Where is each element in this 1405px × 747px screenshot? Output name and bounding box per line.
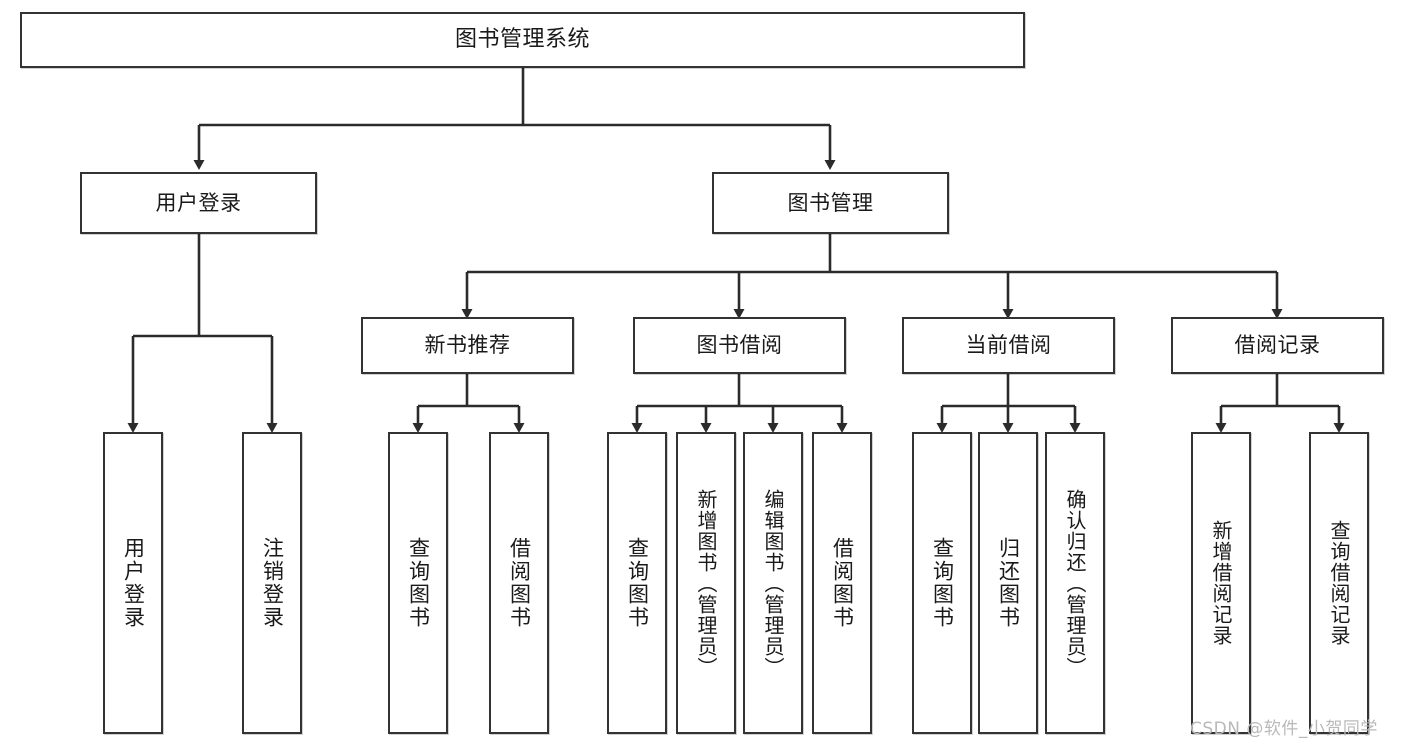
node-root-system[interactable]: 图书管理系统: [20, 12, 1025, 68]
leaf-user-login[interactable]: 用户登录: [103, 432, 163, 734]
node-label: 当前借阅: [965, 333, 1052, 358]
node-label: 借阅图书: [830, 537, 855, 629]
leaf-logout[interactable]: 注销登录: [242, 432, 302, 734]
node-user-login[interactable]: 用户登录: [80, 172, 317, 234]
leaf-query-book-current[interactable]: 查询图书: [912, 432, 972, 734]
leaf-add-borrow-record[interactable]: 新增借阅记录: [1191, 432, 1251, 734]
leaf-return-book[interactable]: 归还图书: [978, 432, 1038, 734]
node-label: 查询图书: [930, 537, 955, 629]
leaf-query-book-recommend[interactable]: 查询图书: [388, 432, 448, 734]
node-label: 新增借阅记录: [1209, 520, 1233, 646]
leaf-borrow-book[interactable]: 借阅图书: [812, 432, 872, 734]
node-label: 图书管理系统: [454, 27, 590, 53]
node-label: 查询图书: [625, 537, 650, 629]
node-book-management[interactable]: 图书管理: [712, 172, 949, 234]
node-label: 注销登录: [260, 537, 285, 629]
node-label: 归还图书: [996, 537, 1021, 629]
csdn-watermark: CSDN @软件_小贺同学: [1190, 719, 1378, 739]
leaf-edit-book-admin[interactable]: 编辑图书（管理员）: [743, 432, 803, 734]
leaf-query-borrow-record[interactable]: 查询借阅记录: [1309, 432, 1369, 734]
leaf-add-book-admin[interactable]: 新增图书（管理员）: [676, 432, 736, 734]
node-label: 借阅记录: [1234, 333, 1321, 358]
node-label: 用户登录: [155, 190, 242, 215]
node-label: 新书推荐: [424, 333, 511, 358]
node-book-borrow[interactable]: 图书借阅: [633, 317, 846, 374]
node-label: 编辑图书（管理员）: [761, 488, 785, 678]
node-label: 图书管理: [787, 190, 874, 215]
leaf-borrow-book-recommend[interactable]: 借阅图书: [489, 432, 549, 734]
leaf-query-book-borrow[interactable]: 查询图书: [607, 432, 667, 734]
node-borrow-record[interactable]: 借阅记录: [1171, 317, 1384, 374]
node-label: 查询借阅记录: [1327, 520, 1351, 646]
leaf-confirm-return-admin[interactable]: 确认归还（管理员）: [1045, 432, 1105, 734]
node-label: 新增图书（管理员）: [694, 488, 718, 678]
node-current-borrow[interactable]: 当前借阅: [902, 317, 1115, 374]
node-label: 图书借阅: [696, 333, 783, 358]
node-label: 查询图书: [406, 537, 431, 629]
node-new-book-recommend[interactable]: 新书推荐: [361, 317, 574, 374]
node-label: 借阅图书: [507, 537, 532, 629]
node-label: 确认归还（管理员）: [1063, 488, 1087, 678]
node-label: 用户登录: [121, 537, 146, 629]
